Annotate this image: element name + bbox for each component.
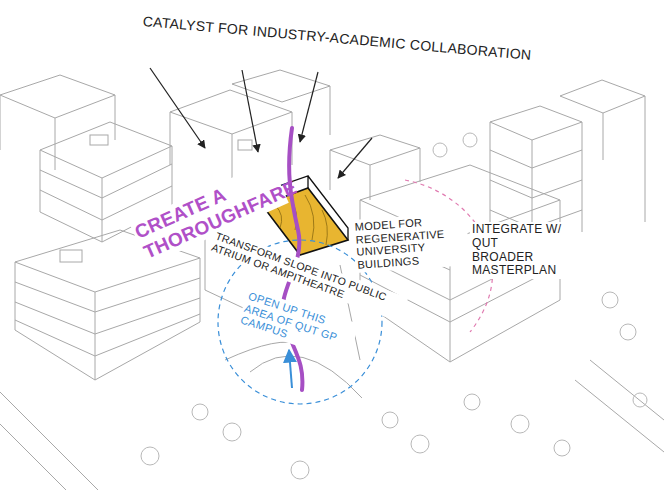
site-note: MODEL FOR REGENERATIVE UNIVERSITY BUILDI… (352, 212, 469, 272)
buildings (0, 70, 664, 490)
heading-note: CATALYST FOR INDUSTRY-ACADEMIC COLLABORA… (140, 12, 604, 70)
leader-arrows (150, 68, 372, 178)
masterplan-note: INTEGRATE W/ QUT BROADER MASTERPLAN (470, 222, 564, 279)
blue-arrow (289, 350, 292, 388)
